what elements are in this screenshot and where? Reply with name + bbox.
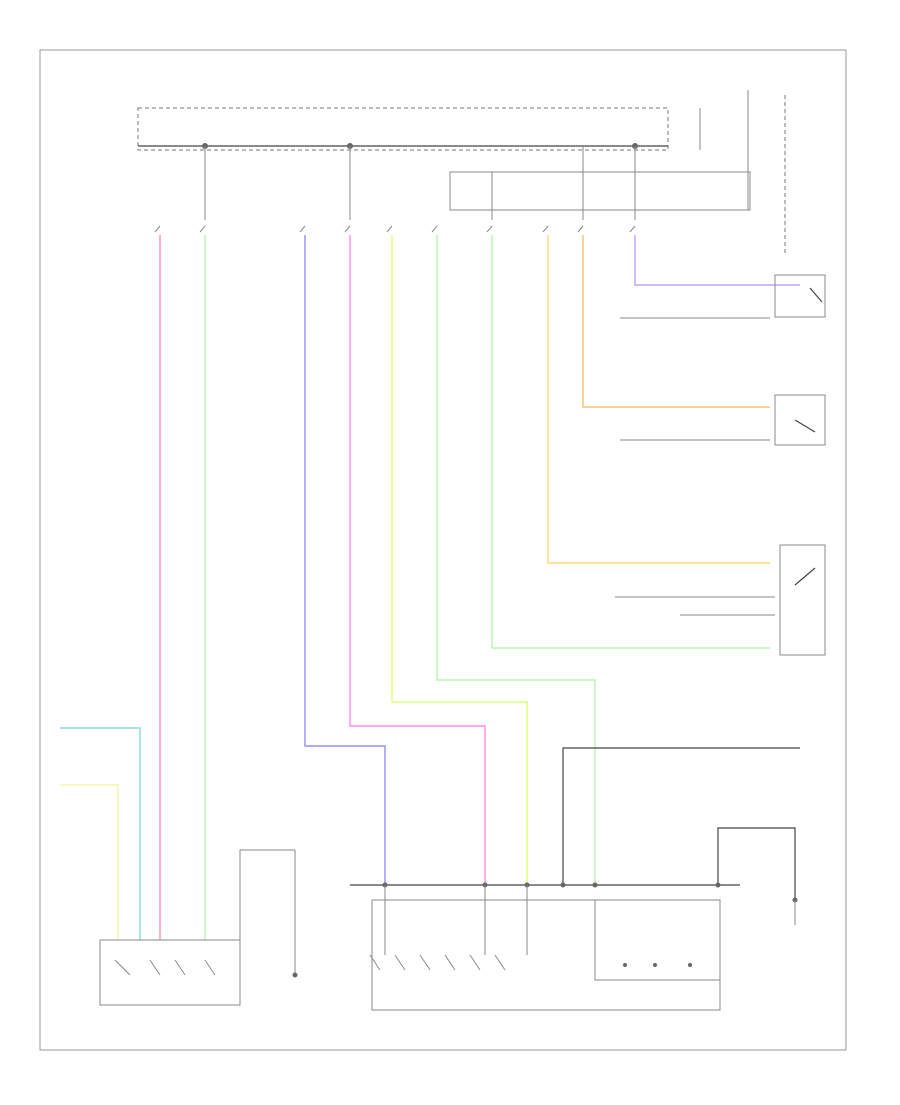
wire-purple bbox=[634, 235, 800, 286]
left-module bbox=[99, 849, 298, 1006]
right-ground-wire bbox=[717, 827, 796, 900]
switch-1 bbox=[620, 274, 826, 319]
switch-3 bbox=[615, 544, 826, 656]
ground-feed-wire bbox=[562, 747, 800, 885]
wire-lime-1 bbox=[391, 235, 528, 885]
diagram-frame bbox=[39, 49, 847, 1051]
wire-paleyellow bbox=[60, 784, 119, 940]
connector-row bbox=[154, 225, 636, 233]
wire-green-right bbox=[491, 235, 770, 649]
wire-orange bbox=[582, 235, 770, 408]
wire-yellow bbox=[547, 235, 770, 564]
top-module-box bbox=[137, 107, 669, 151]
switch-2 bbox=[620, 394, 826, 446]
wire-magenta bbox=[349, 235, 486, 885]
wire-blue bbox=[304, 235, 386, 885]
sub-module-box bbox=[449, 171, 751, 211]
wire-cyan bbox=[60, 727, 141, 940]
wire-lime-2 bbox=[436, 235, 596, 885]
center-module bbox=[350, 882, 740, 1011]
